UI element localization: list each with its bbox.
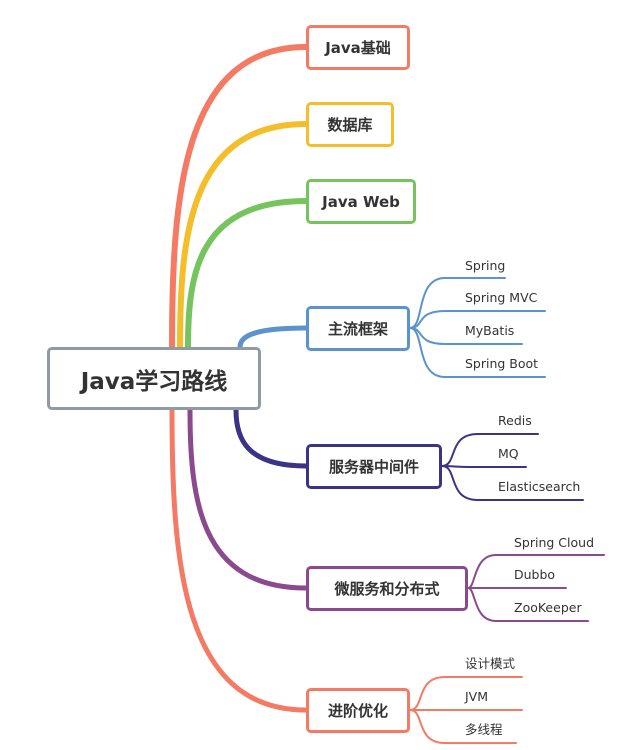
branch-java-basics[interactable]: Java基础 xyxy=(306,25,410,70)
branch-database[interactable]: 数据库 xyxy=(306,102,394,147)
branch-middleware[interactable]: 服务器中间件 xyxy=(306,444,442,489)
connector-microservices xyxy=(187,407,309,591)
leaf-design-patterns[interactable]: 设计模式 xyxy=(465,656,516,671)
leaf-connector-9 xyxy=(467,587,589,622)
leaf-spring[interactable]: Spring xyxy=(465,258,506,273)
branch-microservices[interactable]: 微服务和分布式 xyxy=(306,566,468,611)
leaf-redis[interactable]: Redis xyxy=(498,413,532,428)
leaf-elasticsearch[interactable]: Elasticsearch xyxy=(498,479,581,494)
leaf-connector-6 xyxy=(441,465,584,501)
connector-frameworks xyxy=(237,325,309,350)
leaf-spring-mvc[interactable]: Spring MVC xyxy=(465,290,538,305)
leaf-connector-3 xyxy=(409,327,546,378)
branch-frameworks[interactable]: 主流框架 xyxy=(306,306,410,351)
leaf-spring-cloud[interactable]: Spring Cloud xyxy=(514,535,595,550)
leaf-connector-10 xyxy=(409,676,523,711)
leaf-jvm[interactable]: JVM xyxy=(465,689,489,704)
connector-java-web xyxy=(185,198,309,350)
root-node[interactable]: Java学习路线 xyxy=(47,347,261,410)
leaf-connector-7 xyxy=(467,554,605,589)
connector-optimization xyxy=(169,407,309,713)
leaf-connector-12 xyxy=(409,709,517,744)
leaf-connector-1 xyxy=(409,310,546,329)
leaf-multithreading[interactable]: 多线程 xyxy=(465,722,503,737)
leaf-spring-boot[interactable]: Spring Boot xyxy=(465,356,539,371)
leaf-connector-0 xyxy=(409,277,506,329)
connector-java-basics xyxy=(169,44,309,350)
branch-java-web[interactable]: Java Web xyxy=(306,179,416,224)
leaf-zookeeper[interactable]: ZooKeeper xyxy=(514,600,582,615)
leaf-dubbo[interactable]: Dubbo xyxy=(514,567,556,582)
connector-middleware xyxy=(233,407,309,469)
leaf-connector-5 xyxy=(441,465,527,468)
branch-optimization[interactable]: 进阶优化 xyxy=(306,688,410,733)
leaf-mybatis[interactable]: MyBatis xyxy=(465,323,515,338)
leaf-mq[interactable]: MQ xyxy=(498,446,519,461)
leaf-connector-4 xyxy=(441,433,539,467)
connector-database xyxy=(177,121,309,350)
